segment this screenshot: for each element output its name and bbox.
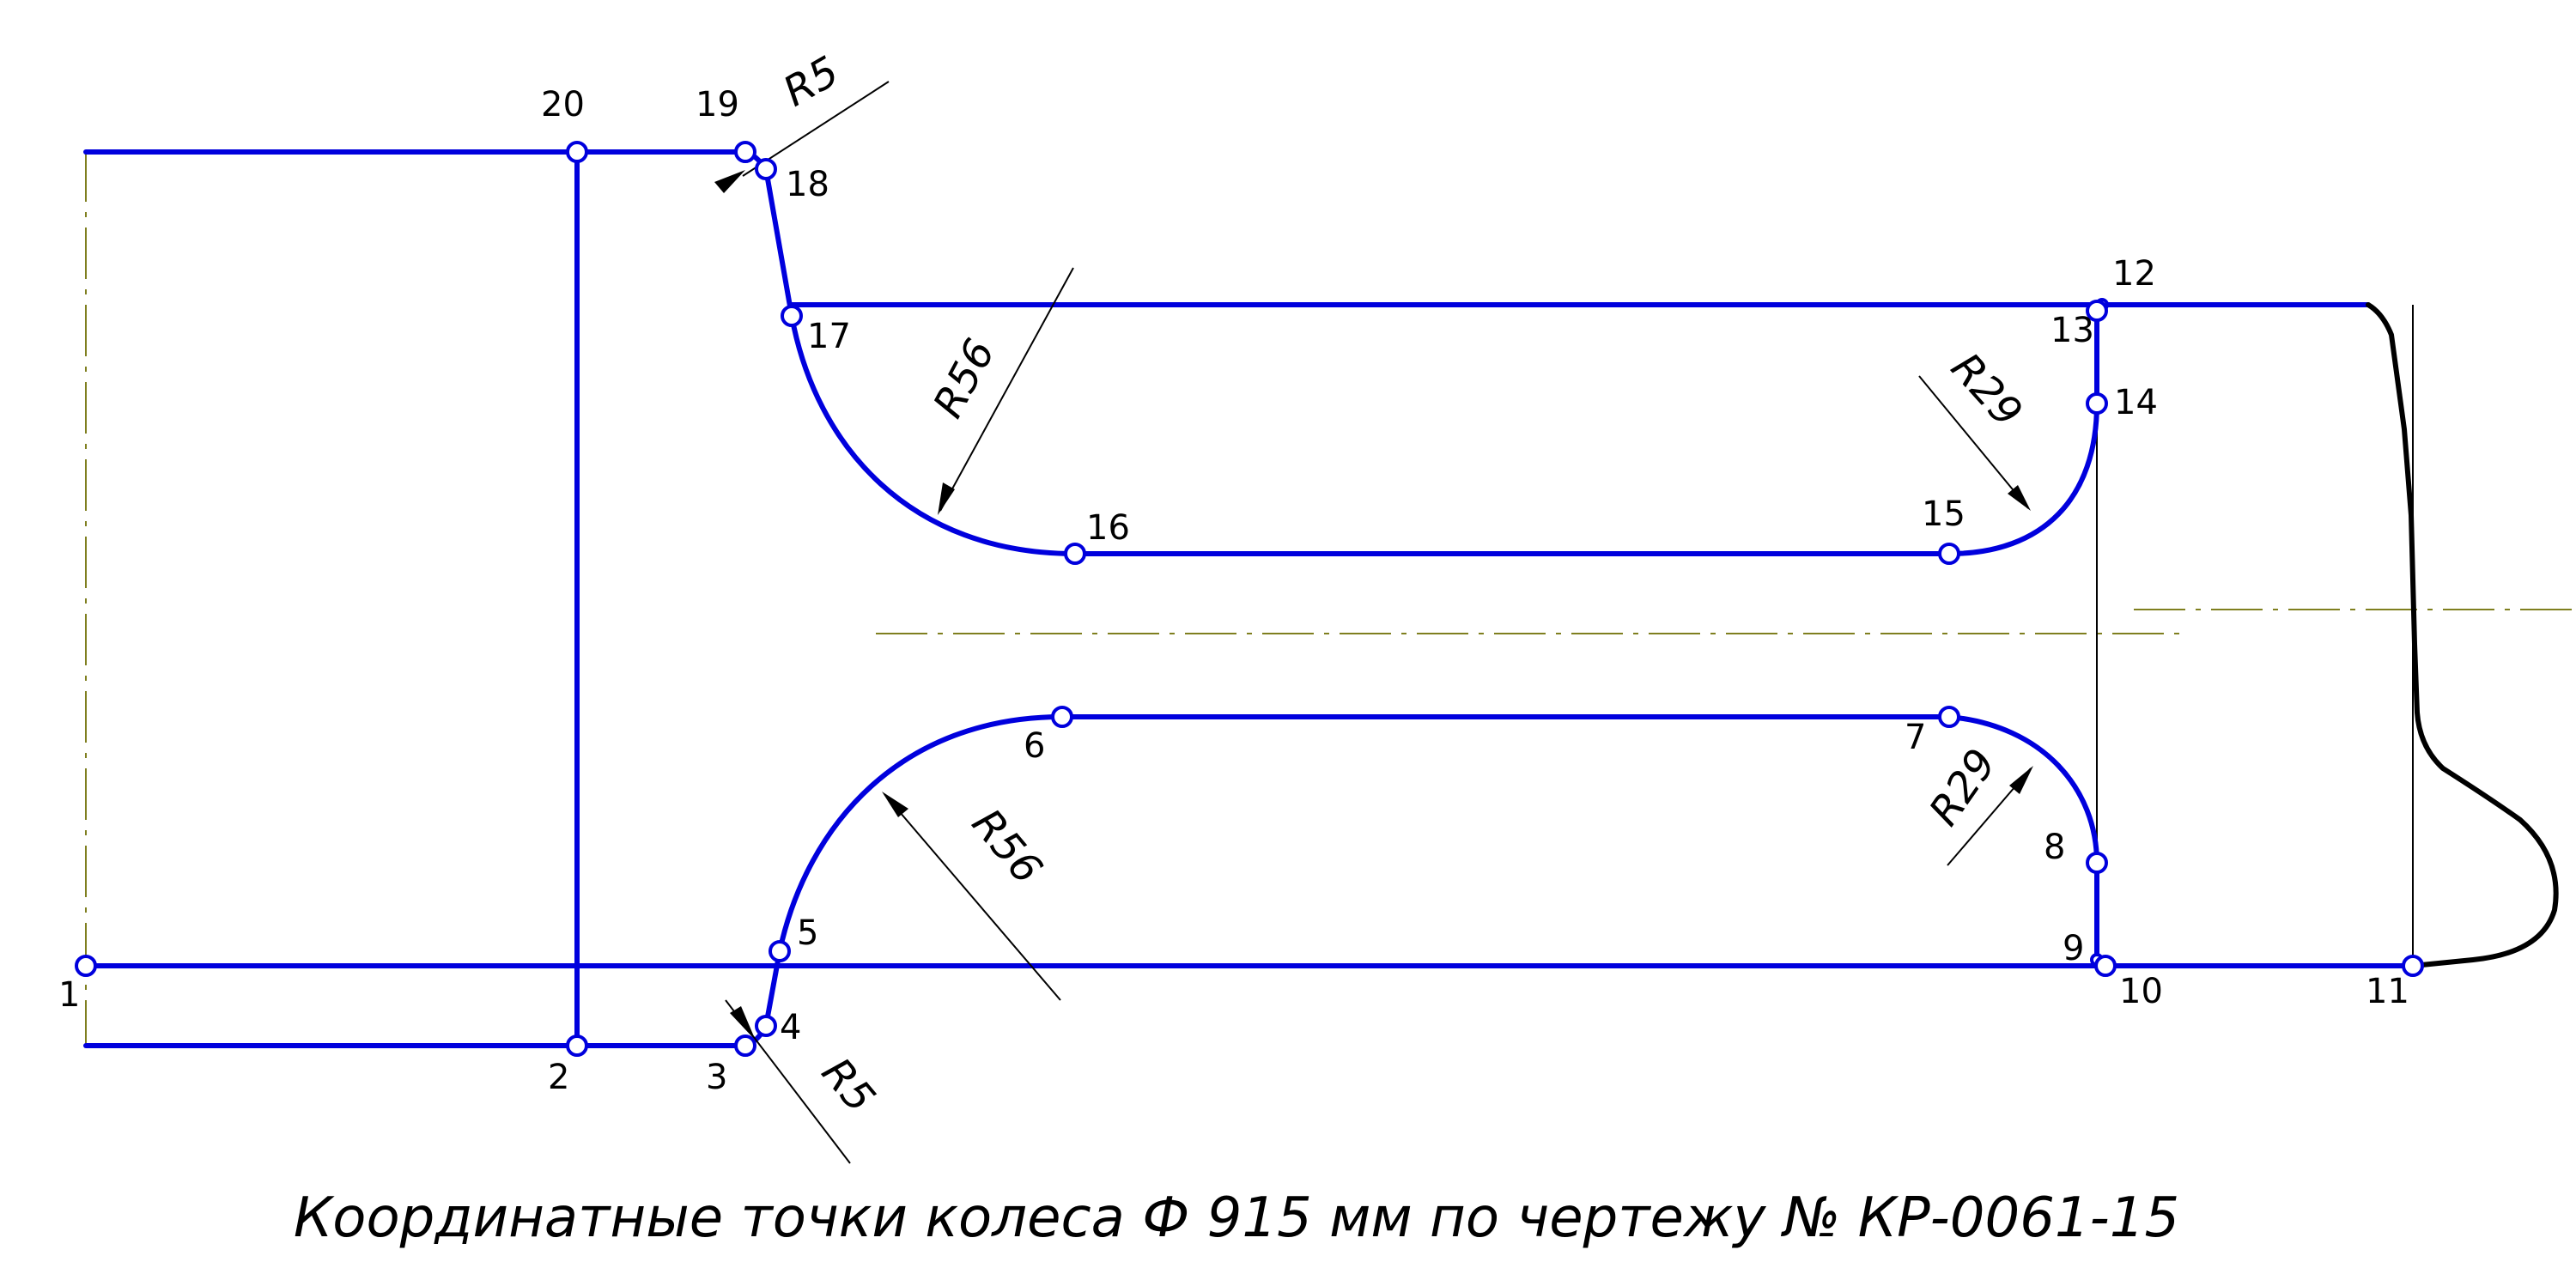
point-label-10: 10 <box>2119 972 2163 1011</box>
point-label-14: 14 <box>2114 383 2158 422</box>
r29-top-arrow <box>2008 485 2031 511</box>
r56-top-arrow <box>938 482 955 515</box>
point-label-3: 3 <box>706 1058 727 1097</box>
bottom-web-fillet <box>777 714 1065 954</box>
point-label-12: 12 <box>2112 254 2156 294</box>
point-marker-8 <box>2086 852 2108 874</box>
point-label-17: 17 <box>807 317 851 356</box>
point-marker-14 <box>2086 392 2108 415</box>
point-labels: 1 2 3 4 5 6 7 8 9 10 11 12 13 14 15 16 1… <box>58 85 2409 1097</box>
point-label-8: 8 <box>2044 828 2065 867</box>
point-label-6: 6 <box>1024 726 1045 766</box>
point-label-20: 20 <box>541 85 585 124</box>
point-label-5: 5 <box>797 913 818 953</box>
dim-r29-bottom: R29 <box>1920 740 2006 834</box>
point-marker-13 <box>2086 300 2108 322</box>
point-label-15: 15 <box>1922 494 1965 534</box>
point-label-9: 9 <box>2063 929 2084 968</box>
drawing-caption: Координатные точки колеса Ф 915 мм по че… <box>294 1186 2179 1250</box>
point-marker-18 <box>755 158 777 180</box>
r29-top-leader <box>1918 375 2029 509</box>
top-web-fillet <box>789 313 1078 556</box>
profile-contour <box>83 149 2415 1048</box>
point-marker-1 <box>75 955 97 977</box>
top-rim-fillet <box>1947 401 2099 556</box>
point-label-18: 18 <box>786 165 829 204</box>
point-label-11: 11 <box>2366 972 2409 1011</box>
point-markers <box>75 141 2424 1057</box>
dim-r56-top: R56 <box>924 331 1005 426</box>
bottom-web-segment <box>763 949 782 1028</box>
r5-bottom-arrow <box>730 1006 756 1041</box>
point-marker-5 <box>769 940 791 962</box>
point-label-19: 19 <box>696 85 739 124</box>
r5-top-arrow <box>714 170 745 193</box>
dim-r56-bottom: R56 <box>963 800 1052 893</box>
point-marker-6 <box>1051 706 1073 728</box>
point-marker-3 <box>734 1034 756 1057</box>
point-marker-10 <box>2094 955 2117 977</box>
point-label-2: 2 <box>548 1058 569 1097</box>
dim-r5-top: R5 <box>775 47 847 116</box>
dim-r5-bottom: R5 <box>812 1049 884 1122</box>
point-marker-19 <box>734 141 756 163</box>
dimension-leaders <box>714 81 2033 1164</box>
point-marker-16 <box>1064 543 1086 565</box>
point-marker-2 <box>566 1034 588 1057</box>
point-marker-11 <box>2402 955 2424 977</box>
r56-bottom-leader <box>884 793 1061 1001</box>
point-marker-4 <box>755 1015 777 1037</box>
r56-bottom-arrow <box>882 792 908 817</box>
point-label-7: 7 <box>1905 718 1926 757</box>
point-label-16: 16 <box>1086 508 1130 548</box>
point-label-4: 4 <box>780 1008 801 1047</box>
point-marker-7 <box>1938 706 1960 728</box>
point-marker-15 <box>1938 543 1960 565</box>
center-lines <box>85 150 2576 1047</box>
point-marker-17 <box>781 305 803 327</box>
r56-top-leader <box>939 267 1074 512</box>
r29-bottom-arrow <box>2009 766 2033 794</box>
top-web-segment <box>763 167 794 319</box>
bottom-rim-fillet <box>1947 714 2099 865</box>
point-label-13: 13 <box>2050 311 2094 350</box>
point-marker-20 <box>566 141 588 163</box>
flange-tread-curve <box>2366 302 2559 968</box>
dimension-labels: R5 R56 R29 R5 R56 R29 <box>775 47 2032 1122</box>
point-label-1: 1 <box>58 975 80 1015</box>
dim-r29-top: R29 <box>1941 344 2032 437</box>
